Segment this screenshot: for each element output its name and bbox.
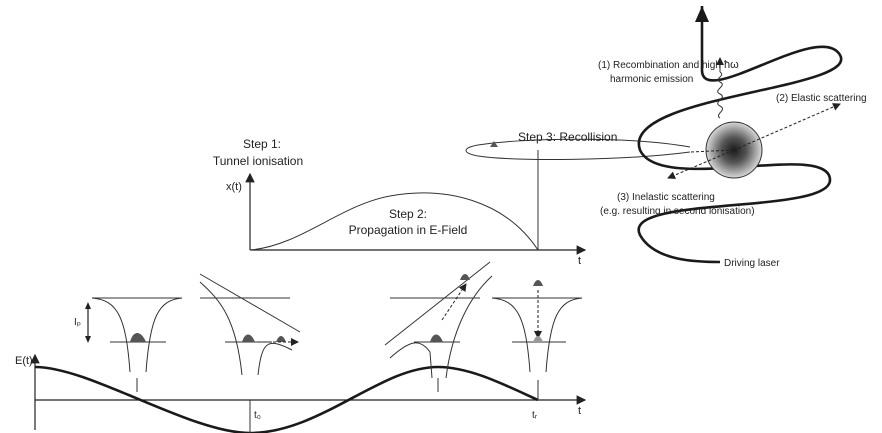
recombination-label-1: (1) Recombination and high [598, 60, 721, 71]
recombination-label-2: harmonic emission [610, 74, 693, 85]
elastic-label: (2) Elastic scattering [776, 93, 867, 104]
t-axis-top-label: t [578, 255, 581, 267]
beam-direction-arrow [695, 6, 709, 22]
potential-well-3 [385, 262, 492, 378]
tr-label: tᵣ [532, 410, 538, 421]
inelastic-label-2: (e.g. resulting in second ionisation) [600, 206, 755, 217]
step1-subtitle: Tunnel ionisation [213, 154, 303, 168]
hbar-omega-label: ħω [724, 59, 739, 71]
potential-well-2 [200, 274, 300, 375]
potential-well-4 [492, 280, 582, 372]
electron-packet-icon [490, 141, 498, 147]
trajectory-plot: x(t) t Step 1: Tunnel ionisation Step 2:… [213, 137, 585, 267]
inelastic-label-1: (3) Inelastic scattering [617, 192, 715, 203]
et-axis-label: E(t) [15, 355, 33, 367]
field-plot: E(t) t t₀ tᵣ [15, 355, 585, 433]
xt-axis-label: x(t) [226, 181, 242, 193]
recombining-electron-icon [533, 280, 543, 286]
tb-label: t₀ [254, 410, 261, 421]
step1-title: Step 1: [243, 137, 281, 151]
bound-electron-icon [130, 333, 146, 342]
recollision-orbit: Step 3: Recollision [466, 130, 690, 159]
scattering-picture: ħω (1) Recombination and high harmonic e… [598, 6, 867, 269]
returning-electron-icon [430, 274, 470, 342]
ip-label: Iₚ [74, 317, 81, 328]
driving-laser-label: Driving laser [724, 258, 780, 269]
step2-subtitle: Propagation in E-Field [349, 223, 468, 237]
potential-well-1: Iₚ [74, 298, 182, 372]
tilt-line [200, 274, 300, 332]
trajectory-curve [250, 193, 538, 250]
step3-label: Step 3: Recollision [518, 130, 617, 144]
t-axis-bottom-label: t [578, 405, 581, 417]
step2-title: Step 2: [389, 207, 427, 221]
tunnelling-electron-icon [242, 335, 286, 343]
tilt-line [385, 262, 490, 345]
